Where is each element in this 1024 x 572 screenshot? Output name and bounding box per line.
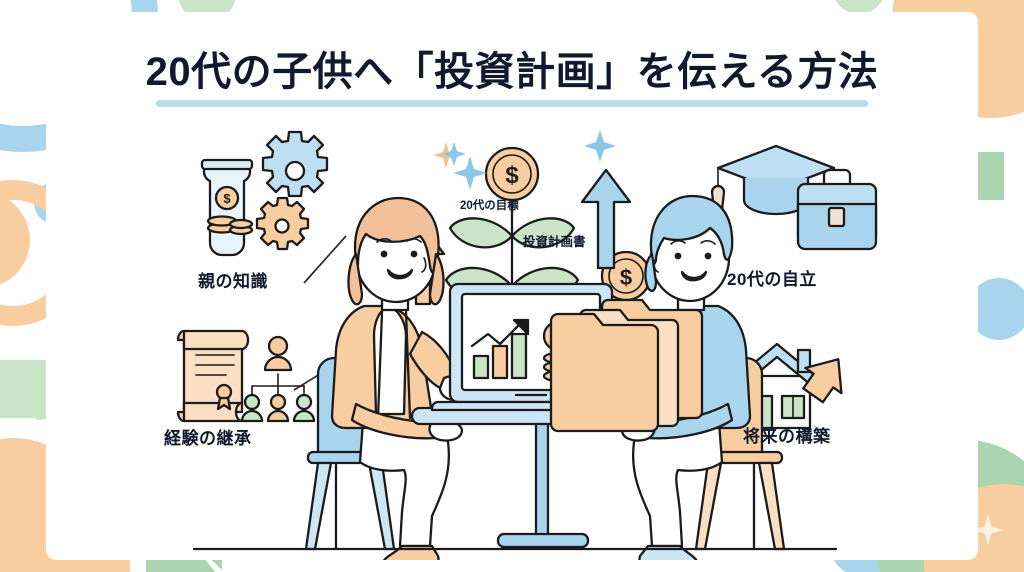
title-block: 20代の子供へ「投資計画」を伝える方法 xyxy=(46,50,978,107)
money-jar-gears-icon: $ xyxy=(200,130,329,257)
node-label-future: 将来の構築 xyxy=(743,427,831,446)
illustration: .ol { fill:none; stroke:#1b1b1b; stroke-… xyxy=(46,108,978,560)
content-card: 20代の子供へ「投資計画」を伝える方法 .ol { fill:none; str… xyxy=(46,12,978,560)
trend-arrow-icon xyxy=(470,318,530,348)
svg-text:$: $ xyxy=(505,162,519,189)
title-underline xyxy=(156,100,868,107)
node-label-knowledge: 親の知識 xyxy=(198,272,268,291)
scroll-org-chart-icon xyxy=(176,329,316,423)
folder-caption: 投資計画書 xyxy=(523,235,586,249)
node-label-independence: 20代の自立 xyxy=(727,270,817,289)
sparkle-decorations xyxy=(433,130,616,190)
gear-blue-icon xyxy=(261,130,329,198)
bar-chart-icon xyxy=(472,332,528,380)
up-arrow-blue-icon xyxy=(580,168,632,270)
graduation-briefcase-icon xyxy=(710,144,878,251)
page-title: 20代の子供へ「投資計画」を伝える方法 xyxy=(145,50,879,94)
laptop-screen-caption: 20代の目標 xyxy=(460,200,519,212)
gear-orange-icon xyxy=(255,196,310,251)
folder-documents xyxy=(549,298,704,433)
node-label-heritage: 経験の継承 xyxy=(164,429,252,448)
sparkle-icon xyxy=(972,514,1004,546)
svg-text:$: $ xyxy=(223,191,231,206)
svg-text:$: $ xyxy=(620,265,632,290)
